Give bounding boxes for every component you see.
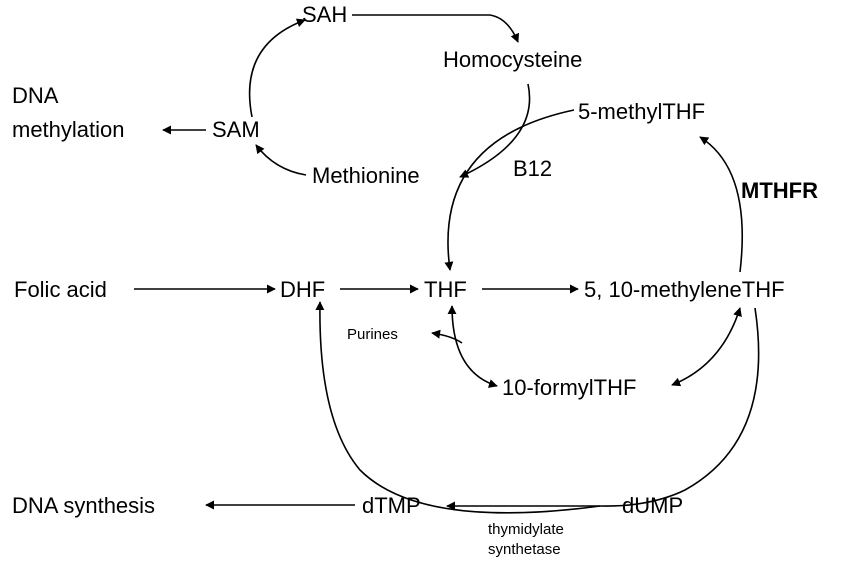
- edge-methylenethf-to-methylthf: [699, 136, 743, 273]
- node-methionine: Methionine: [312, 163, 420, 188]
- enzyme-mthfr: MTHFR: [741, 178, 818, 203]
- node-10-formylthf: 10-formylTHF: [502, 375, 636, 400]
- nodes: SAH Homocysteine DNA methylation SAM Met…: [12, 2, 818, 558]
- edge-sah-to-homocysteine: [352, 14, 520, 43]
- node-purines: Purines: [347, 326, 398, 343]
- node-b12: B12: [513, 156, 552, 181]
- node-5-methylthf: 5-methylTHF: [578, 99, 705, 124]
- edge-thf-purines: [431, 329, 463, 344]
- edge-methylenethf-formylthf: [671, 307, 742, 387]
- node-dna-synthesis: DNA synthesis: [12, 493, 155, 518]
- node-dna-methylation-line2: methylation: [12, 117, 125, 142]
- node-dtmp: dTMP: [362, 493, 421, 518]
- node-dhf: DHF: [280, 277, 325, 302]
- node-sah: SAH: [302, 2, 347, 27]
- edge-homocysteine-to-methionine: [459, 83, 531, 178]
- node-thf: THF: [424, 277, 467, 302]
- node-folic-acid: Folic acid: [14, 277, 107, 302]
- node-dump: dUMP: [622, 493, 683, 518]
- edge-methionine-to-sam: [255, 144, 307, 176]
- enzyme-thymidylate-line1: thymidylate: [488, 521, 564, 538]
- edge-dtmp-to-dhf: [315, 301, 601, 514]
- node-homocysteine: Homocysteine: [443, 47, 582, 72]
- edge-methylenethf-to-dtmp: [446, 307, 760, 511]
- enzyme-thymidylate-line2: synthetase: [488, 541, 561, 558]
- edge-thf-formylthf: [447, 305, 498, 388]
- node-sam: SAM: [212, 117, 260, 142]
- node-dna-methylation-line1: DNA: [12, 83, 59, 108]
- edge-methylthf-to-thf: [444, 109, 575, 271]
- edges: [134, 14, 760, 514]
- node-5-10-methylenethf: 5, 10-methyleneTHF: [584, 277, 785, 302]
- edge-sam-to-sah: [248, 18, 306, 118]
